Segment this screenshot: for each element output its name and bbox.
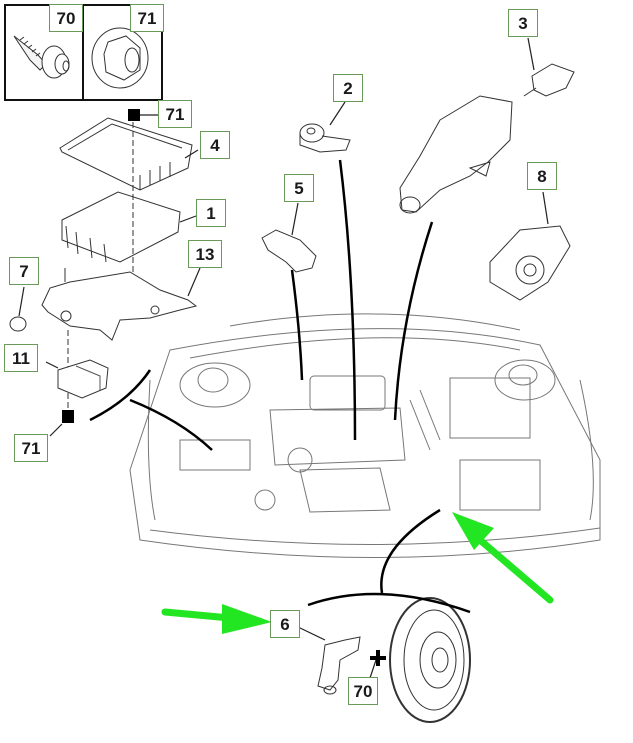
thermostat-leader [393,221,434,421]
leader-11 [45,361,59,369]
nut-marker-lower-icon [62,410,74,423]
engine-bay-outline [129,313,601,558]
relay-module-icon [57,359,109,399]
flange-nut-icon [91,27,149,89]
leader-13 [187,267,201,297]
callout-70: 70 [49,4,83,32]
ecu-bracket-icon [41,268,198,341]
pressure-sensor-icon [261,229,317,273]
leader-3 [527,37,535,71]
knock-sensor-icon [299,123,351,153]
ecu-cover-icon [59,117,193,191]
callout-3: 3 [508,9,538,37]
callout-71-lower: 71 [14,434,48,462]
leader-70-lower [369,659,377,679]
ecu-link-line [129,398,213,451]
coolant-sensor-icon [523,63,575,97]
callout-7: 7 [9,257,39,285]
sensor-5-leader [290,269,304,381]
throttle-sensor-icon [489,225,571,301]
crank-sensor-icon [317,636,361,695]
flywheel-icon [389,597,471,723]
callout-1: 1 [196,199,226,227]
leader-2 [329,101,346,126]
callout-71-top: 71 [158,100,192,128]
screw-position-plus-icon [370,650,386,666]
callout-70-lower: 70 [348,677,378,705]
leader-7 [18,286,25,317]
leader-71-lower [49,423,63,437]
callout-13: 13 [188,240,222,268]
callout-6: 6 [270,610,300,638]
leader-4 [184,149,199,159]
knock-sensor-leader [338,159,357,441]
callout-5: 5 [284,174,314,202]
leader-1 [179,215,197,223]
callout-4: 4 [200,131,230,159]
green-arrow-right [452,512,554,604]
ecu-icon [61,191,181,263]
leader-5 [291,202,299,236]
nut-marker-top-icon [128,109,140,121]
callout-8: 8 [527,162,557,190]
green-arrow-left [161,604,272,634]
callout-11: 11 [4,344,38,372]
screw-icon [13,35,70,79]
crank-zoom-arc [307,592,471,614]
clip-icon [9,316,27,332]
crank-link-line [380,508,441,594]
leader-8 [542,191,549,225]
callout-71-nut: 71 [130,4,164,32]
leader-6 [297,626,326,641]
ecu-zoom-arc [89,369,152,422]
callout-2: 2 [333,74,363,102]
thermostat-housing-icon [399,95,513,214]
